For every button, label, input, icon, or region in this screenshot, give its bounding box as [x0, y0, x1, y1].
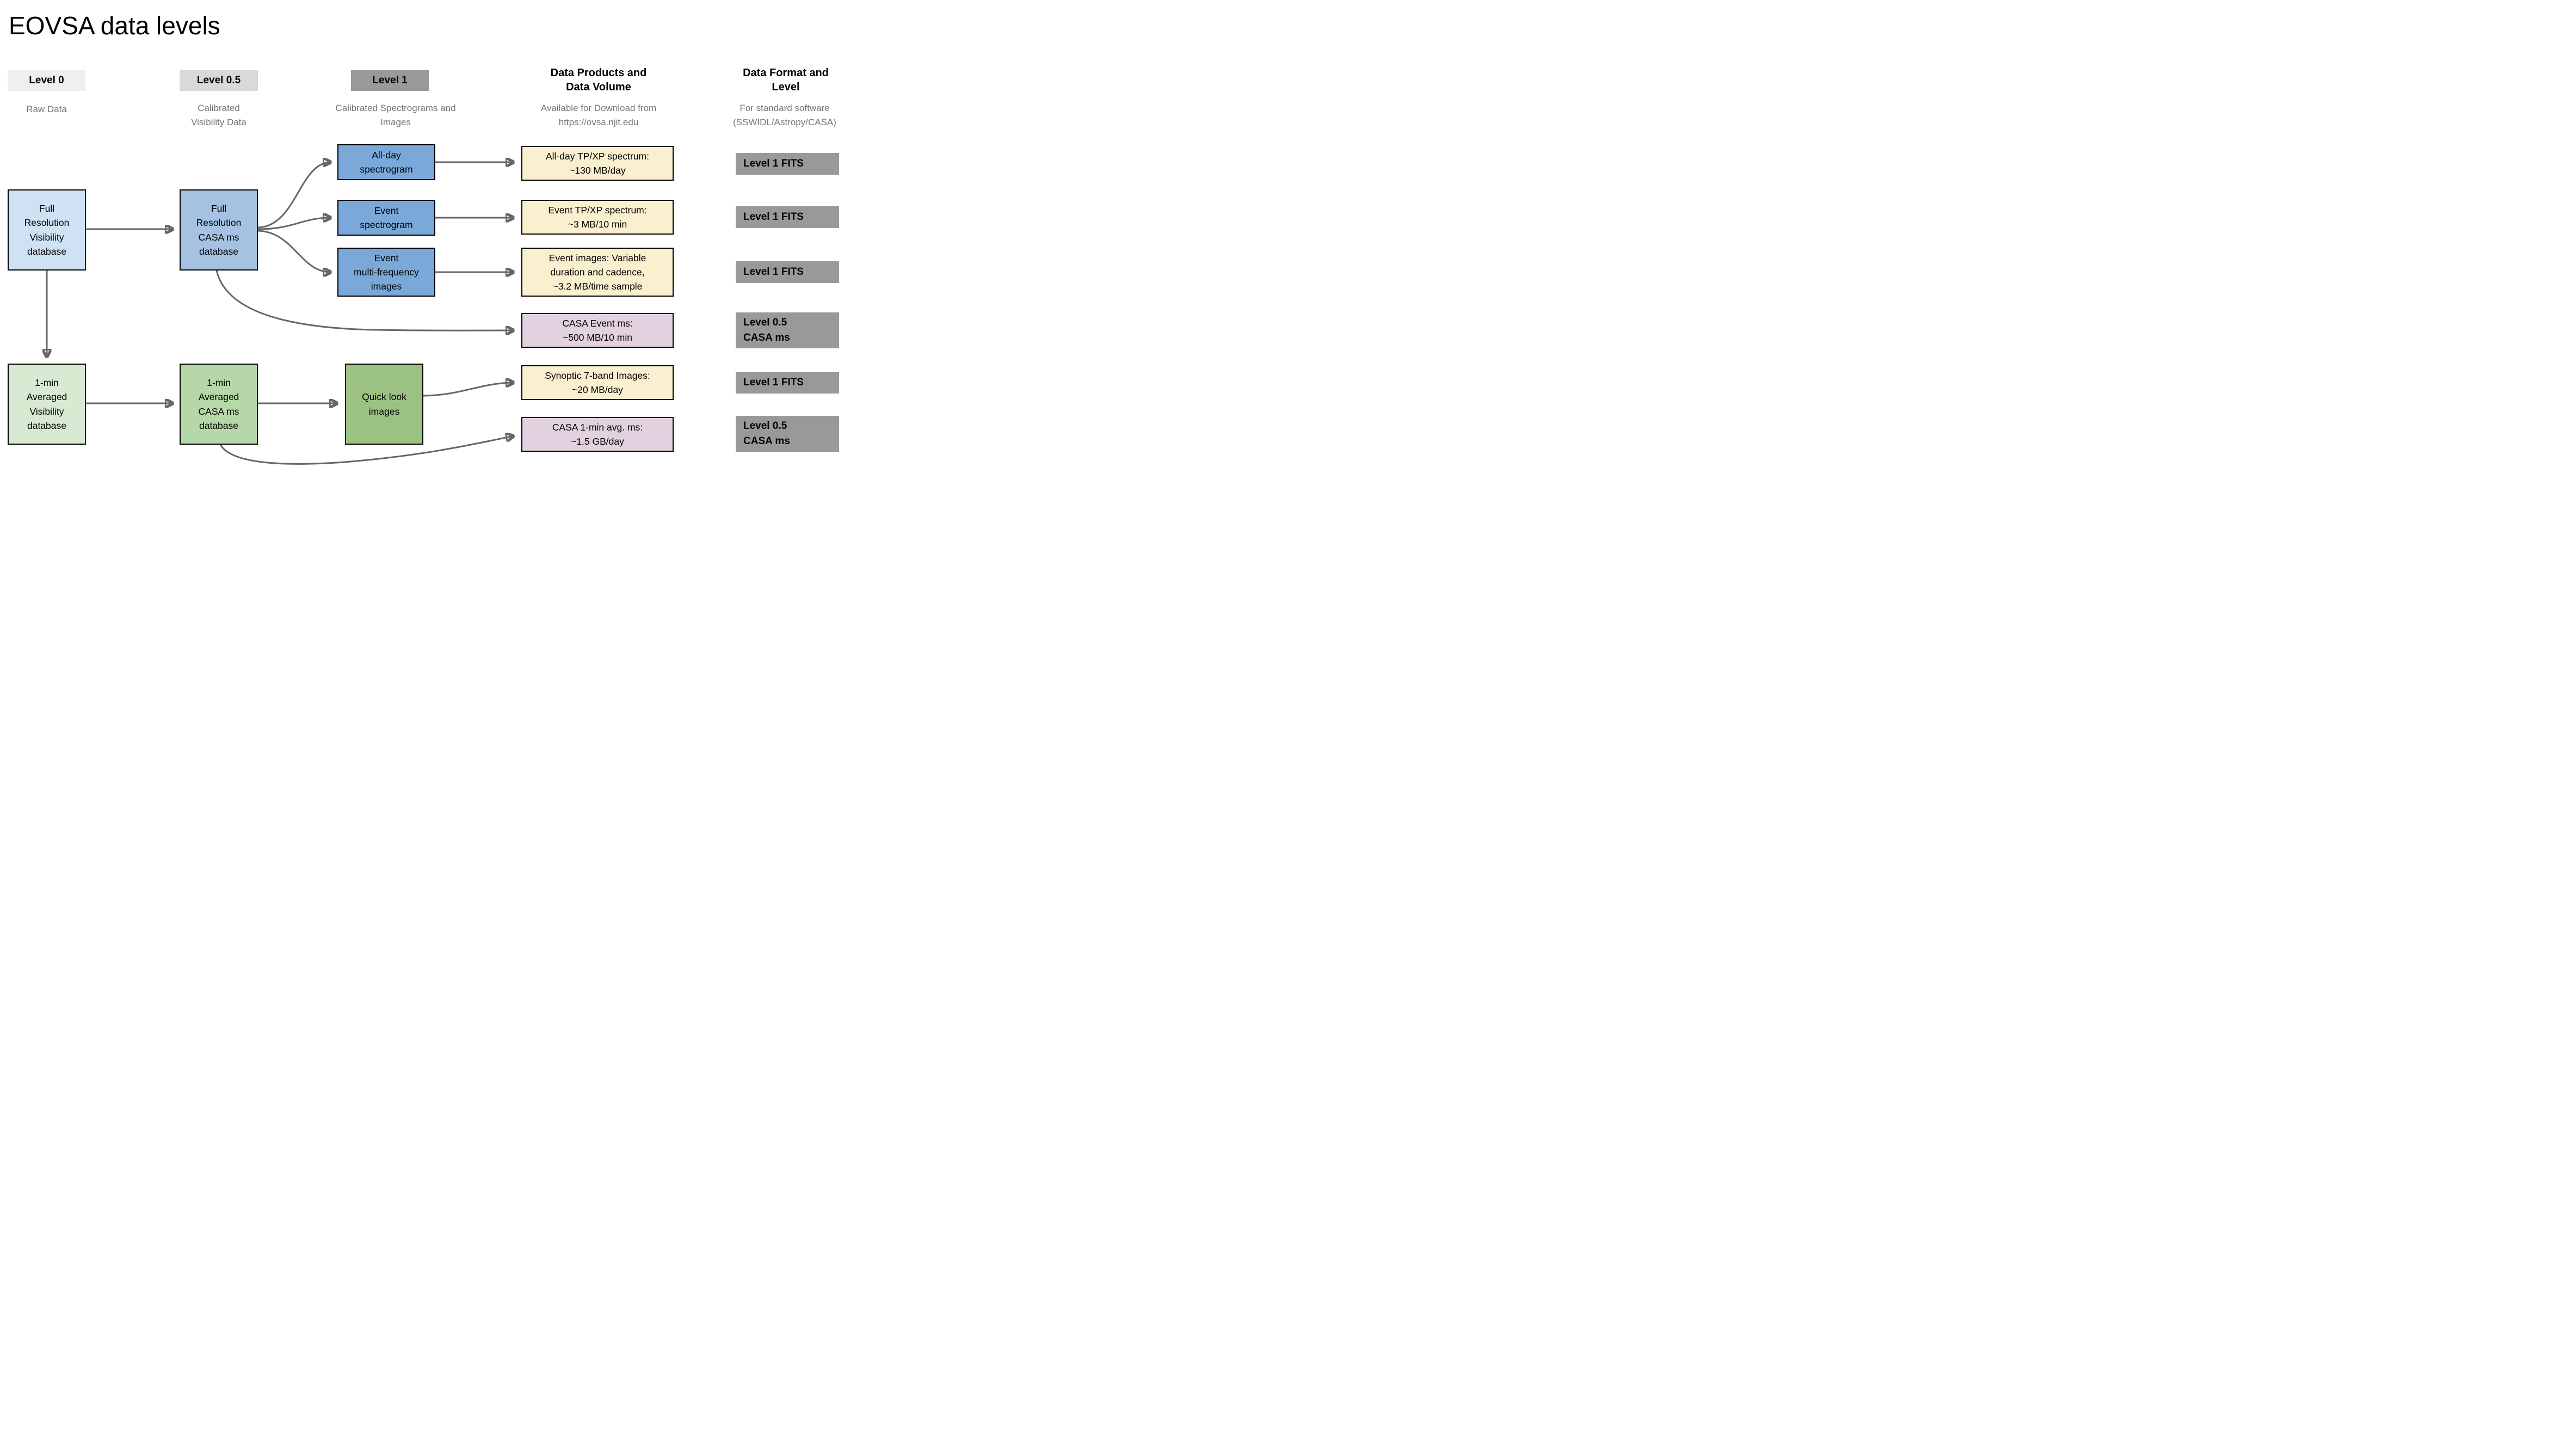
node-1min-averaged-visibility-database: 1-min Averaged Visibility database — [8, 364, 86, 445]
arrow-quicklook-to-synoptic — [423, 383, 514, 397]
header-data-products: Data Products and Data Volume — [550, 67, 647, 93]
arrow-fullres-casa-to-event-mfi — [257, 230, 331, 272]
arrow-fullres-casa-to-allday-spectrogram — [257, 162, 331, 229]
header-chip-level-0: Level 0 — [8, 70, 85, 91]
subtitle-available-download: Available for Download from https://ovsa… — [540, 103, 657, 128]
node-event-multi-frequency-images: Event multi-frequency images — [337, 248, 435, 297]
arrow-fullres-casa-to-casa-event-ms — [215, 270, 514, 330]
subtitle-calibrated-visibility: Calibrated Visibility Data — [191, 103, 246, 128]
node-1min-averaged-casa-ms-database: 1-min Averaged CASA ms database — [180, 364, 258, 445]
page-title: EOVSA data levels — [9, 11, 220, 40]
format-chip-level-05-casa-ms-1min: Level 0.5 CASA ms — [736, 416, 839, 452]
arrow-onemin-casa-to-casa-1min-ms — [219, 436, 514, 465]
node-full-resolution-visibility-database: Full Resolution Visibility database — [8, 189, 86, 271]
format-chip-level-05-casa-ms-event: Level 0.5 CASA ms — [736, 312, 839, 348]
node-quick-look-images: Quick look images — [345, 364, 423, 445]
format-chip-level-1-fits-event: Level 1 FITS — [736, 206, 839, 228]
node-full-resolution-casa-ms-database: Full Resolution CASA ms database — [180, 189, 258, 271]
node-all-day-spectrogram: All-day spectrogram — [337, 144, 435, 180]
product-all-day-tpxp-spectrum: All-day TP/XP spectrum: ~130 MB/day — [521, 146, 674, 181]
product-casa-event-ms: CASA Event ms: ~500 MB/10 min — [521, 313, 674, 348]
subtitle-calibrated-spectrograms: Calibrated Spectrograms and Images — [335, 103, 456, 128]
header-chip-level-0-5: Level 0.5 — [180, 70, 258, 91]
product-event-tpxp-spectrum: Event TP/XP spectrum: ~3 MB/10 min — [521, 200, 674, 235]
product-synoptic-7band-images: Synoptic 7-band Images: ~20 MB/day — [521, 365, 674, 400]
format-chip-level-1-fits-allday: Level 1 FITS — [736, 153, 839, 175]
eovsa-data-levels-diagram: EOVSA data levels Level 0 Level 0.5 Leve… — [0, 0, 840, 469]
product-event-images: Event images: Variable duration and cade… — [521, 248, 674, 297]
subtitle-raw-data: Raw Data — [26, 104, 67, 114]
arrow-fullres-casa-to-event-spectrogram — [257, 218, 331, 230]
header-data-format: Data Format and Level — [743, 67, 829, 93]
subtitle-standard-software: For standard software (SSWIDL/Astropy/CA… — [733, 103, 836, 128]
format-chip-level-1-fits-images: Level 1 FITS — [736, 261, 839, 283]
header-chip-level-1: Level 1 — [351, 70, 429, 91]
format-chip-level-1-fits-synoptic: Level 1 FITS — [736, 372, 839, 394]
node-event-spectrogram: Event spectrogram — [337, 200, 435, 236]
product-casa-1min-avg-ms: CASA 1-min avg. ms: ~1.5 GB/day — [521, 417, 674, 452]
connector-layer — [0, 0, 840, 465]
